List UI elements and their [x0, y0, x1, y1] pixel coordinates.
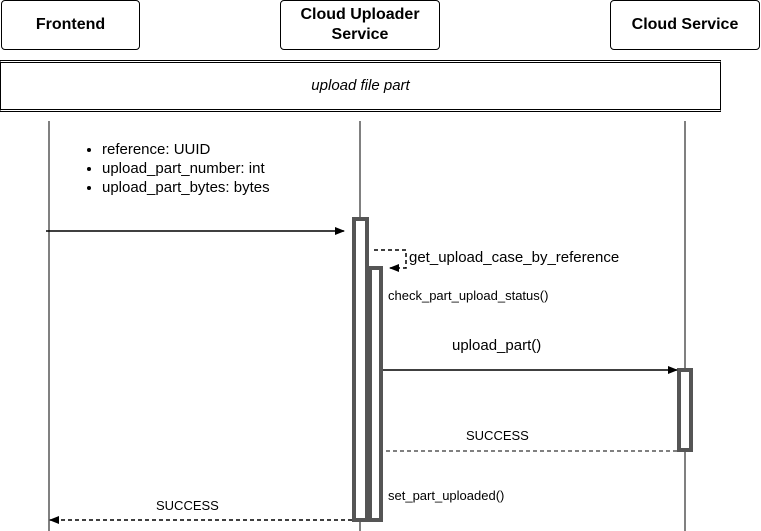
label-upload-part: upload_part()	[452, 337, 542, 354]
param-item: reference: UUID	[102, 140, 270, 159]
participant-frontend-label: Frontend	[35, 16, 106, 33]
label-check-status: check_part_upload_status()	[388, 288, 549, 303]
arrow-self-call	[374, 249, 407, 272]
activation-cloud	[677, 368, 693, 452]
participant-uploader-label: Cloud Uploader Service	[300, 6, 420, 43]
request-params-list: reference: UUID upload_part_number: int …	[84, 140, 270, 197]
participant-cloud-service: Cloud Service	[610, 0, 760, 50]
frame-label: upload file part	[311, 77, 410, 94]
label-set-uploaded: set_part_uploaded()	[388, 488, 505, 503]
label-success-cloud: SUCCESS	[466, 428, 529, 443]
activation-uploader-inner	[368, 266, 383, 522]
participant-frontend: Frontend	[1, 0, 140, 50]
activation-uploader-outer	[352, 217, 369, 522]
param-item: upload_part_number: int	[102, 159, 270, 178]
label-self-call: get_upload_case_by_reference	[409, 249, 620, 266]
participant-cloud-uploader-service: Cloud Uploader Service	[280, 0, 440, 50]
label-success-frontend: SUCCESS	[156, 498, 219, 513]
param-item: upload_part_bytes: bytes	[102, 178, 270, 197]
upload-file-part-frame: upload file part	[0, 60, 721, 112]
participant-cloud-label: Cloud Service	[631, 16, 739, 33]
